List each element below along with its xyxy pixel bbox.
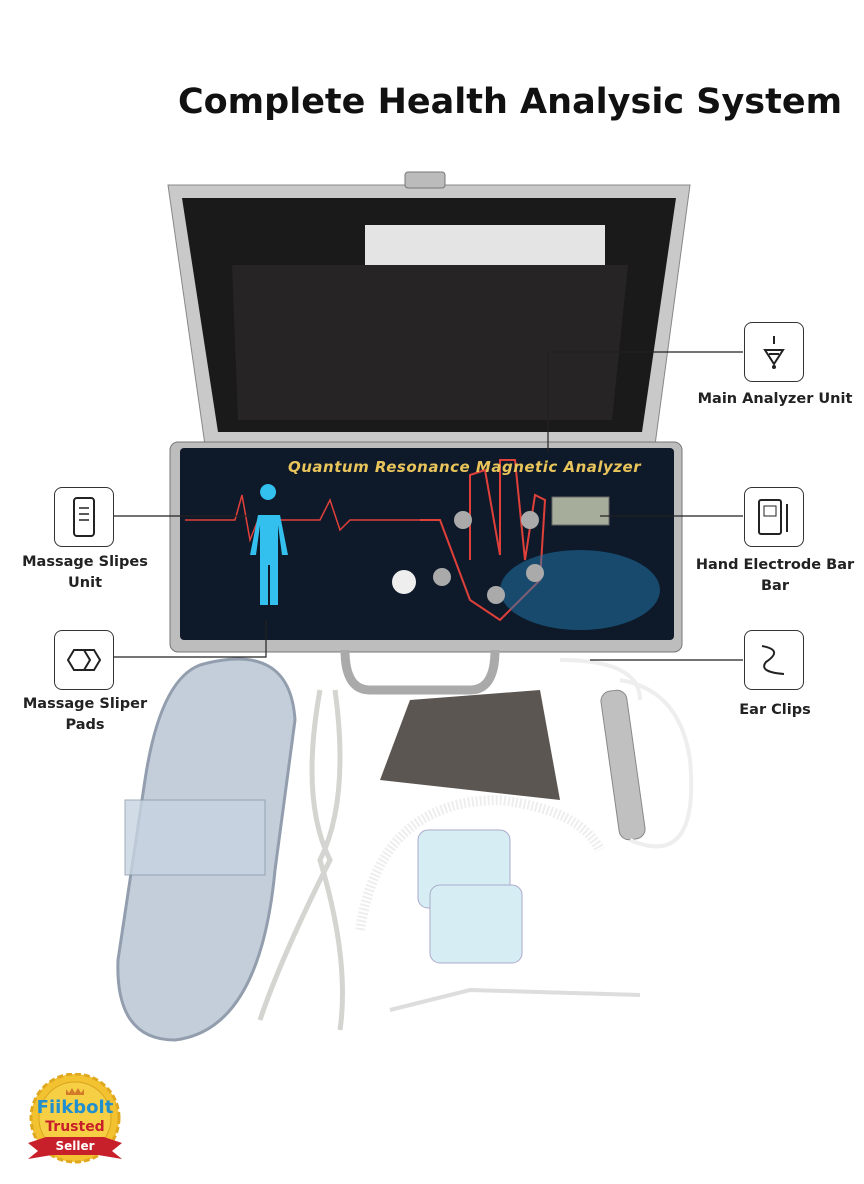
- hand-electrode-bar: [600, 689, 646, 841]
- electrode-pad: [429, 884, 523, 964]
- lid-pocket: [232, 265, 628, 420]
- ear-clip-cable: [389, 987, 641, 1012]
- case-handle: [340, 649, 500, 695]
- callout-label-main-analyzer: Main Analyzer Unit: [697, 391, 853, 407]
- analyzer-icon: [744, 322, 804, 382]
- hexagon-pads-icon: [54, 630, 114, 690]
- ekg-line: [185, 494, 420, 543]
- round-button: [392, 570, 416, 594]
- blue-glow: [500, 550, 660, 630]
- ear-clips-icon: [744, 630, 804, 690]
- ear-clip-bag: [380, 690, 560, 800]
- body-figure: [250, 484, 288, 605]
- callout-label-slipes-unit: Massage Slipes Unit: [22, 554, 148, 591]
- badge-brand: Fiikbolt: [36, 1097, 114, 1118]
- callout-label-hand-electrode: Hand Electrode Bar Bar: [695, 557, 855, 594]
- page-title: Complete Health Analysic System: [177, 82, 843, 122]
- trusted-seller-badge: Fiikbolt Trusted Seller: [28, 1073, 122, 1167]
- badge-seller: Seller: [55, 1139, 95, 1153]
- lcd-screen: [551, 496, 610, 526]
- electrode-cable: [559, 658, 694, 849]
- badge-trusted: Trusted: [45, 1119, 105, 1135]
- panel-title: Quantum Resonance Magnetic Analyzer: [288, 458, 642, 476]
- cable-bundle: [257, 689, 345, 1031]
- callout-label-sliper-pads: Massage Sliper Pads: [22, 696, 148, 733]
- callout-label-ear-clips: Ear Clips: [739, 702, 811, 718]
- phone-device-icon: [54, 487, 114, 547]
- case-latch: [404, 171, 446, 189]
- coiled-cable: [355, 794, 605, 931]
- hand-electrode-icon: [744, 487, 804, 547]
- callout-lines: [113, 351, 743, 661]
